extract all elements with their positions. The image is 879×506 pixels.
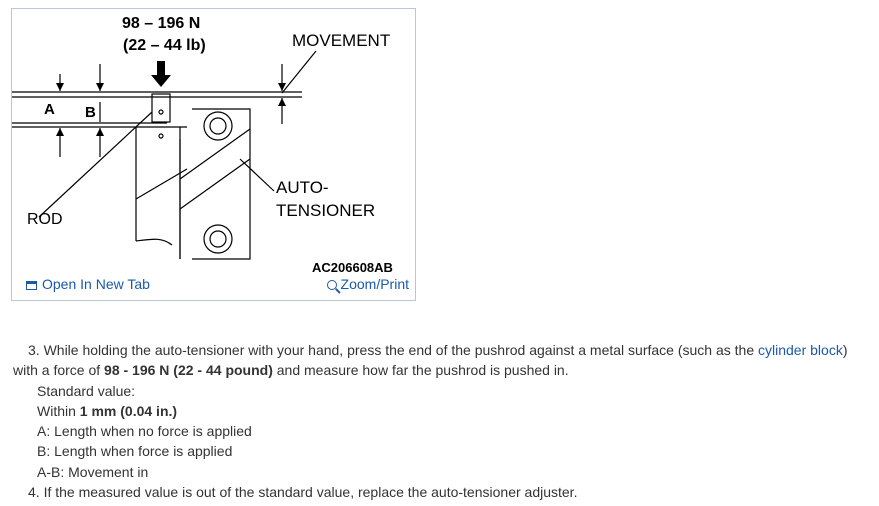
ab-description: A-B: Movement in	[37, 463, 149, 480]
diagram-figure: 98 – 196 N (22 – 44 lb) MOVEMENT A B AUT…	[11, 8, 416, 301]
standard-value-label: Standard value:	[37, 382, 136, 399]
within-label: Within	[37, 402, 80, 419]
standard-value: Within 1 mm (0.04 in.)	[13, 401, 873, 421]
auto-tensioner-diagram	[12, 50, 317, 260]
zoom-print-link[interactable]: Zoom/Print	[326, 276, 409, 292]
b-description: B: Length when force is applied	[37, 443, 233, 460]
step-3-mid: ) with a force of	[13, 342, 848, 379]
force-label-line2: (22 – 44 lb)	[123, 37, 206, 54]
auto-tensioner-label-line2: TENSIONER	[276, 201, 376, 220]
open-new-tab-label: Open In New Tab	[42, 276, 150, 292]
movement-label: MOVEMENT	[292, 31, 391, 50]
cylinder-block-link[interactable]: cylinder block	[758, 342, 843, 358]
step-3: 3. While holding the auto-tensioner with…	[13, 340, 873, 381]
b-label: B	[85, 104, 96, 121]
step-3-tail: and measure how far the pushrod is pushe…	[272, 362, 569, 379]
figure-code: AC206608AB	[312, 260, 393, 275]
zoom-icon	[326, 280, 337, 290]
new-tab-icon	[26, 281, 37, 290]
rod-label: ROD	[27, 211, 63, 228]
step-3-force: 98 - 196 N (22 - 44 pound)	[104, 362, 273, 379]
step-4: 4. If the measured value is out of the s…	[28, 484, 578, 501]
standard-value-amount: 1 mm (0.04 in.)	[79, 402, 178, 419]
a-label: A	[44, 101, 55, 118]
open-new-tab-link[interactable]: Open In New Tab	[26, 276, 150, 292]
zoom-print-label: Zoom/Print	[340, 276, 409, 292]
a-description: A: Length when no force is applied	[37, 423, 252, 440]
auto-tensioner-label-line1: AUTO-	[276, 178, 329, 197]
step-3-lead: 3. While holding the auto-tensioner with…	[28, 342, 758, 358]
figure-links: Open In New Tab Zoom/Print	[12, 270, 415, 300]
force-label-line1: 98 – 196 N	[122, 15, 201, 32]
instructions: 3. While holding the auto-tensioner with…	[13, 340, 873, 502]
